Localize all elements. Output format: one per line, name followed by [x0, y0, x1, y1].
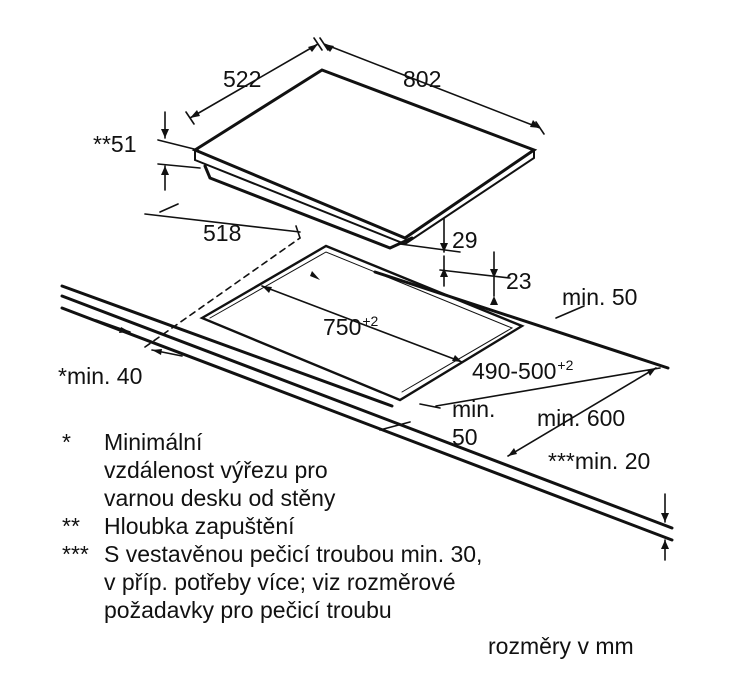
footnote-mark: *** [62, 541, 89, 567]
dim-min600 [507, 367, 657, 457]
footnote-3: *** S vestavěnou pečicí troubou min. 30,… [62, 540, 482, 624]
hob-underside [203, 164, 414, 250]
dim-label-802: 802 [403, 66, 442, 92]
dim-label-51: **51 [93, 131, 137, 157]
footnote-mark: ** [62, 513, 80, 539]
footnote-mark: * [62, 429, 71, 455]
dim-label-750: 750+2 [323, 313, 379, 340]
dim-23 [439, 251, 511, 297]
dim-min50-front [379, 421, 411, 431]
dim-label-min40: *min. 40 [58, 363, 143, 389]
dim-51 [157, 111, 201, 191]
dim-min50-right [555, 305, 585, 319]
dim-label-522: 522 [223, 66, 262, 92]
worktop-dashed-line [144, 237, 301, 348]
worktop-front-bottom [60, 306, 674, 542]
units-label: rozměry v mm [488, 633, 634, 659]
footnotes: * Minimální vzdálenost výřezu pro varnou… [62, 428, 482, 624]
dim-label-490: 490-500+2 [472, 357, 574, 384]
footnote-text: S vestavěnou pečicí troubou min. 30, v p… [104, 541, 483, 623]
dim-label-29: 29 [452, 227, 478, 253]
footnote-2: ** Hloubka zapuštění [62, 512, 482, 540]
dim-label-min50-right: min. 50 [562, 284, 638, 310]
worktop-front-top [60, 294, 674, 530]
hob-top [191, 68, 538, 240]
cutout-outline [199, 244, 525, 402]
footnote-text: Hloubka zapuštění [104, 513, 295, 539]
dim-490 [419, 367, 661, 409]
worktop-top-edge [373, 270, 670, 370]
dim-label-min50-front-b: 50 [452, 424, 478, 450]
dim-518 [144, 203, 301, 239]
dim-label-min50-front-a: min. [452, 396, 496, 422]
dim-750 [261, 285, 463, 363]
footnote-1: * Minimální vzdálenost výřezu pro varnou… [62, 428, 482, 512]
dim-label-23: 23 [506, 268, 532, 294]
footnote-text: Minimální vzdálenost výřezu pro varnou d… [104, 429, 336, 511]
dim-label-min20: ***min. 20 [548, 448, 651, 474]
worktop-back-edge [60, 284, 394, 408]
dim-label-518: 518 [203, 220, 242, 246]
dim-label-min600: min. 600 [537, 405, 626, 431]
